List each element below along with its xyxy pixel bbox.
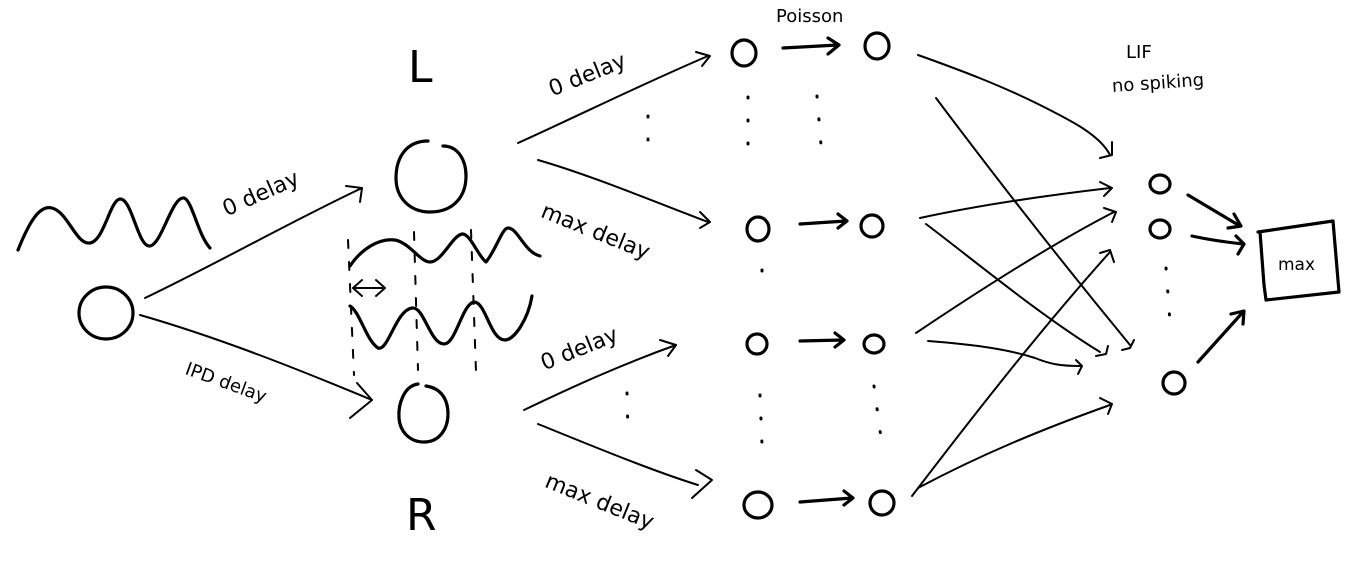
- phase-marker: [413, 231, 419, 371]
- arrowhead-icon: [1099, 397, 1113, 415]
- edge-lif-max: [1190, 234, 1246, 256]
- poisson-neuron-2: [859, 213, 885, 239]
- arrowhead-icon: [1075, 359, 1083, 375]
- arrowhead-icon: [1099, 141, 1113, 159]
- poisson-arrow: [781, 36, 841, 56]
- edge-L-0-delay: [517, 55, 709, 144]
- edge-R-0-delay: [523, 344, 677, 411]
- edge-L-max-delay: [537, 159, 709, 223]
- edge-lif-max: [1186, 193, 1243, 230]
- edge-poisson-lif: [935, 97, 1131, 346]
- label-max: max: [1278, 255, 1316, 275]
- lif-neuron-n: [1161, 370, 1187, 396]
- arrowhead-icon: [691, 469, 713, 499]
- edge-source-to-L: [144, 187, 363, 299]
- ellipsis-dots: [815, 94, 823, 147]
- poisson-arrow: [798, 489, 855, 507]
- ellipsis-dots: [758, 393, 764, 447]
- label-poisson: Poisson: [776, 6, 844, 27]
- ellipsis-dots: [625, 391, 630, 435]
- label-right-ear: R: [406, 490, 437, 541]
- lif-neuron-2: [1148, 218, 1172, 240]
- delay-neuron-R-0: [745, 332, 769, 356]
- arrowhead-icon: [695, 51, 711, 67]
- edge-poisson-lif: [915, 211, 1115, 334]
- L-phase-wave: [348, 226, 542, 268]
- edge-R-max-delay: [537, 423, 699, 486]
- poisson-neuron-4: [868, 489, 896, 517]
- poisson-neuron-1: [863, 31, 891, 61]
- edge-source-to-R: [139, 314, 373, 401]
- arrowhead-icon: [1095, 345, 1109, 357]
- edge-poisson-lif: [925, 223, 1101, 353]
- edge-poisson-lif: [911, 251, 1111, 497]
- arrowhead-icon: [659, 339, 677, 357]
- arrowhead-icon: [699, 211, 711, 229]
- poisson-arrow: [798, 331, 846, 349]
- lif-neuron-1: [1148, 173, 1172, 195]
- poisson-arrow: [798, 212, 849, 230]
- max-box: [1256, 219, 1341, 302]
- phase-marker: [470, 229, 477, 373]
- edge-poisson-lif: [917, 54, 1111, 156]
- ellipsis-dots: [1164, 266, 1172, 324]
- input-sound-wave: [16, 196, 212, 252]
- ipd-double-arrow-icon: [352, 279, 386, 297]
- R-phase-wave: [348, 294, 534, 350]
- edge-poisson-lif: [927, 340, 1081, 367]
- poisson-neuron-3: [862, 333, 886, 355]
- delay-neuron-L-0: [730, 38, 758, 68]
- arrowhead-icon: [1103, 207, 1117, 223]
- arrowhead-icon: [1099, 249, 1115, 263]
- L-neuron: [394, 139, 468, 214]
- label-left-ear: L: [408, 42, 433, 93]
- source-neuron: [77, 285, 135, 341]
- arrowhead-icon: [349, 382, 373, 419]
- arrowhead-icon: [1121, 339, 1135, 351]
- phase-marker: [347, 239, 355, 376]
- label-lif: LIF: [1126, 42, 1152, 63]
- edge-lif-max: [1196, 309, 1246, 364]
- delay-neuron-R-max: [742, 490, 774, 520]
- arrowhead-icon: [1099, 181, 1113, 197]
- edge-poisson-lif: [917, 404, 1111, 489]
- ellipsis-dots: [872, 384, 884, 447]
- edge-poisson-lif: [919, 187, 1111, 219]
- R-neuron: [397, 382, 450, 444]
- delay-neuron-L-max: [745, 215, 771, 243]
- arrowhead-icon: [345, 185, 363, 203]
